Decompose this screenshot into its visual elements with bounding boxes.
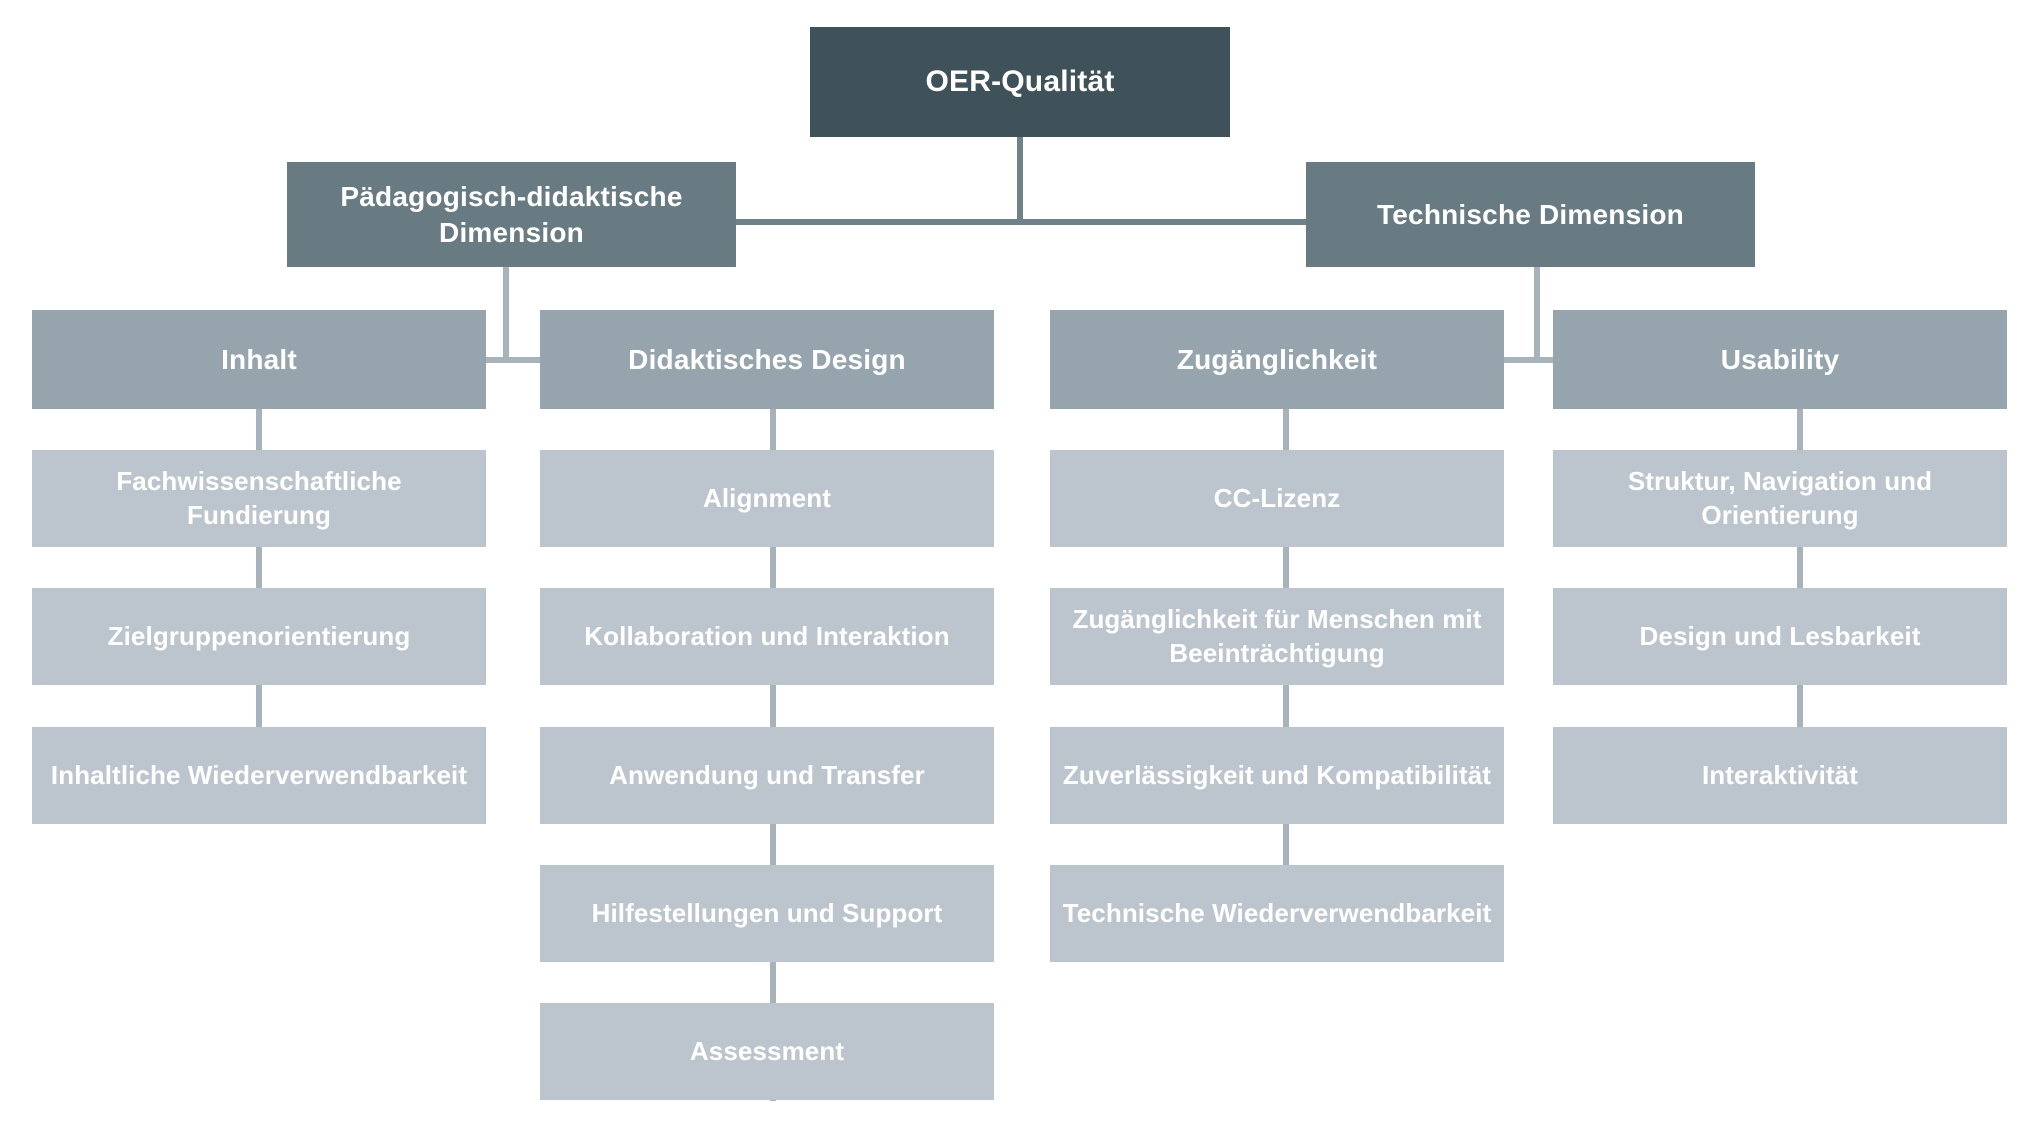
criterion-node-inhaltliche-wiederverwendbarkeit[interactable]: Inhaltliche Wiederverwendbarkeit xyxy=(32,727,486,824)
criterion-node-struktur-navigation-orientierung[interactable]: Struktur, Navigation und Orientierung xyxy=(1553,450,2007,547)
category-node-didaktisches-design[interactable]: Didaktisches Design xyxy=(540,310,994,409)
criterion-node-zugaenglichkeit-beeintraechtigung[interactable]: Zugänglichkeit für Menschen mit Beeinträ… xyxy=(1050,588,1504,685)
root-node-oer-qualitaet[interactable]: OER-Qualität xyxy=(810,27,1230,137)
connector-dim-right-vertical xyxy=(1534,267,1540,363)
connector-dim-left-horizontal xyxy=(366,357,648,363)
criterion-node-cc-lizenz[interactable]: CC-Lizenz xyxy=(1050,450,1504,547)
criterion-node-anwendung-und-transfer[interactable]: Anwendung und Transfer xyxy=(540,727,994,824)
criterion-node-interaktivitaet[interactable]: Interaktivität xyxy=(1553,727,2007,824)
criterion-node-fachwissenschaftliche-fundierung[interactable]: Fachwissenschaftliche Fundierung xyxy=(32,450,486,547)
criterion-node-assessment[interactable]: Assessment xyxy=(540,1003,994,1100)
criterion-node-technische-wiederverwendbarkeit[interactable]: Technische Wiederverwendbarkeit xyxy=(1050,865,1504,962)
category-node-usability[interactable]: Usability xyxy=(1553,310,2007,409)
criterion-node-kollaboration-und-interaktion[interactable]: Kollaboration und Interaktion xyxy=(540,588,994,685)
category-node-zugaenglichkeit[interactable]: Zugänglichkeit xyxy=(1050,310,1504,409)
connector-dimensions-horizontal xyxy=(736,219,1306,225)
dimension-node-technisch[interactable]: Technische Dimension xyxy=(1306,162,1755,267)
criterion-node-alignment[interactable]: Alignment xyxy=(540,450,994,547)
connector-dim-left-vertical xyxy=(503,267,509,363)
criterion-node-hilfestellungen-und-support[interactable]: Hilfestellungen und Support xyxy=(540,865,994,962)
criterion-node-design-und-lesbarkeit[interactable]: Design und Lesbarkeit xyxy=(1553,588,2007,685)
connector-col3-spine xyxy=(1283,409,1289,962)
category-node-inhalt[interactable]: Inhalt xyxy=(32,310,486,409)
criterion-node-zuverlaessigkeit-und-kompatibilitaet[interactable]: Zuverlässigkeit und Kompatibilität xyxy=(1050,727,1504,824)
criterion-node-zielgruppenorientierung[interactable]: Zielgruppenorientierung xyxy=(32,588,486,685)
connector-root-vertical xyxy=(1017,137,1023,222)
dimension-node-paedagogisch-didaktisch[interactable]: Pädagogisch-didaktische Dimension xyxy=(287,162,736,267)
connector-dim-right-horizontal xyxy=(1397,357,1679,363)
